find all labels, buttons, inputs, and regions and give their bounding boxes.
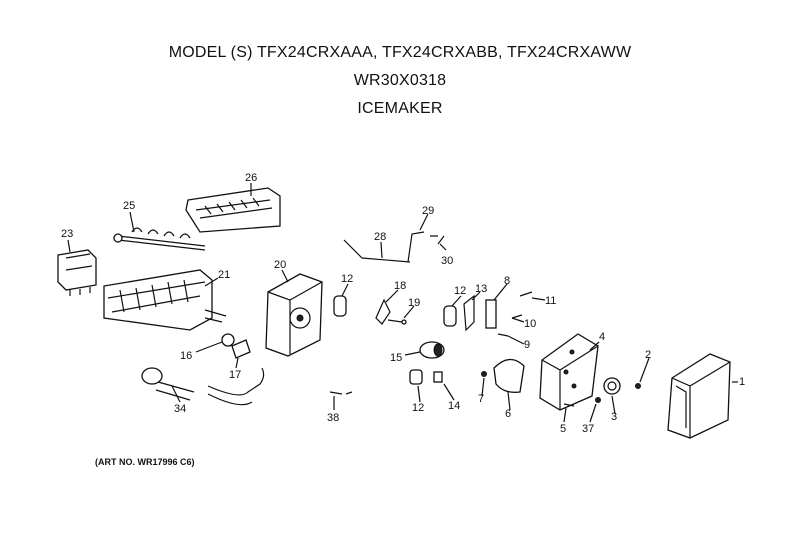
callout-19: 19 [408, 297, 420, 309]
part-15-shaft [419, 341, 445, 359]
part-8-switch [485, 291, 533, 337]
part-21-mold [103, 269, 227, 331]
callout-13: 13 [475, 283, 487, 295]
part-1-cover [667, 353, 731, 439]
part-3-dial [603, 377, 621, 395]
part-12-clip-a [333, 295, 347, 317]
callout-10: 10 [524, 318, 536, 330]
callout-9: 9 [524, 339, 530, 351]
callout-17: 17 [229, 369, 241, 381]
callout-20: 20 [274, 259, 286, 271]
callout-30: 30 [441, 255, 453, 267]
part-28-fill-tube [343, 231, 445, 263]
art-number: (ART NO. WR17996 C6) [95, 457, 195, 467]
part-13-lever [463, 294, 475, 332]
part-20-housing [265, 273, 323, 357]
callout-26: 26 [245, 172, 257, 184]
part-6-motor [493, 358, 525, 393]
callout-21: 21 [218, 269, 230, 281]
callout-2: 2 [645, 349, 651, 361]
callout-25: 25 [123, 200, 135, 212]
part-25-ejector [113, 227, 206, 251]
part-number-title: WR30X0318 [353, 72, 447, 89]
part-12-clip-b [443, 305, 457, 327]
part-17-wire [207, 339, 265, 406]
callout-23: 23 [61, 228, 73, 240]
callout-3: 3 [611, 411, 617, 423]
callout-12a: 12 [341, 273, 353, 285]
callout-16: 16 [180, 350, 192, 362]
callout-7: 7 [478, 393, 484, 405]
callout-labels: 26 25 23 21 20 29 28 30 12 18 19 12 13 8… [61, 172, 745, 435]
callout-12b: 12 [454, 285, 466, 297]
leader-lines [67, 183, 738, 423]
part-34-harness [141, 367, 195, 401]
callout-6: 6 [505, 408, 511, 420]
part-18-bracket [375, 298, 407, 325]
callout-5: 5 [560, 423, 566, 435]
callout-4: 4 [599, 331, 605, 343]
callout-18: 18 [394, 280, 406, 292]
part-2-screw [635, 383, 641, 389]
part-26-cover [185, 187, 281, 233]
part-38-screw [329, 391, 353, 395]
callout-8: 8 [504, 275, 510, 287]
callout-11: 11 [545, 295, 556, 307]
model-title: MODEL (S) TFX24CRXAAA, TFX24CRXABB, TFX2… [168, 44, 632, 61]
callout-15: 15 [390, 352, 402, 364]
part-5-pin [563, 403, 575, 407]
callout-14: 14 [448, 400, 460, 412]
assembly-title: ICEMAKER [357, 100, 443, 117]
callout-34: 34 [174, 403, 186, 415]
part-23-block [57, 249, 97, 296]
callout-1: 1 [739, 376, 745, 388]
callout-12c: 12 [412, 402, 424, 414]
callout-37: 37 [582, 423, 594, 435]
callout-28: 28 [374, 231, 386, 243]
part-16-gear [221, 333, 235, 347]
part-14-pin [433, 371, 443, 383]
part-37-spring [595, 397, 601, 403]
part-12-clip-c [409, 369, 423, 385]
part-7-screw [481, 371, 487, 377]
callout-38: 38 [327, 412, 339, 424]
callout-29: 29 [422, 205, 434, 217]
part-4-plate [539, 333, 599, 411]
